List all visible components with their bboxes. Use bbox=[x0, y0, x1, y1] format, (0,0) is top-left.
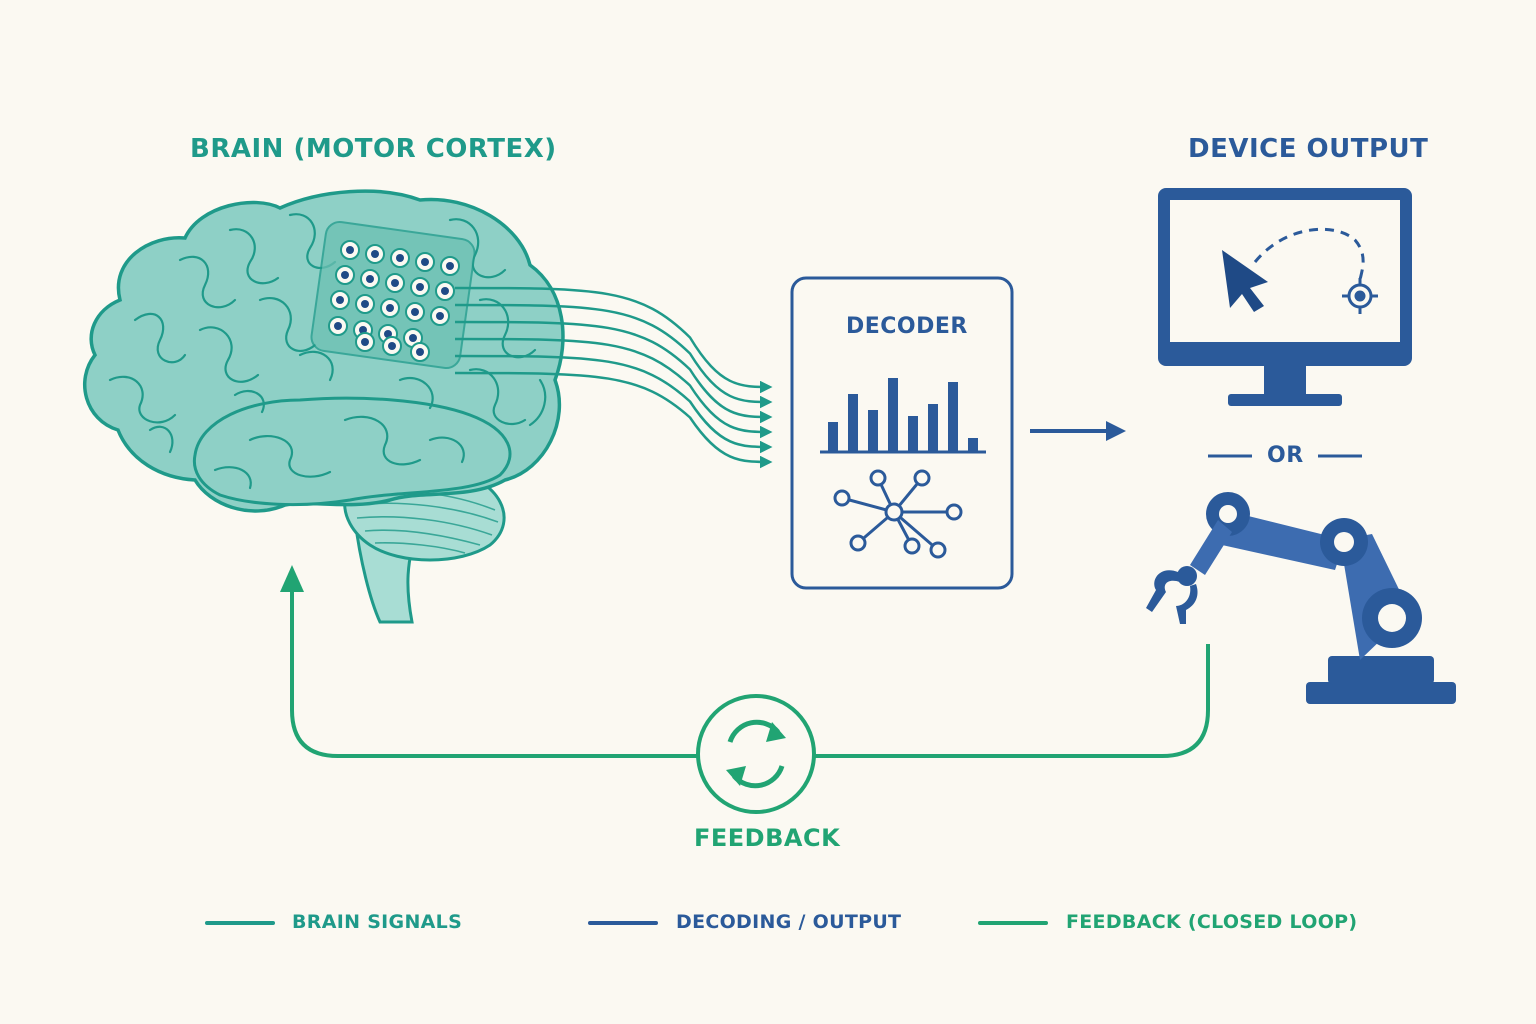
network-node bbox=[869, 469, 887, 487]
network-node bbox=[833, 489, 851, 507]
legend-line-decoding-output bbox=[588, 921, 658, 925]
brain-title: BRAIN (MOTOR CORTEX) bbox=[190, 134, 557, 164]
feedback-loop bbox=[290, 592, 1210, 758]
legend-label-decoding-output: DECODING / OUTPUT bbox=[676, 911, 902, 933]
bar bbox=[928, 404, 938, 452]
network-node bbox=[884, 502, 904, 522]
bar bbox=[848, 394, 858, 452]
electrode-icon bbox=[410, 342, 430, 362]
bar bbox=[948, 382, 958, 452]
electrode-icon bbox=[430, 306, 450, 326]
electrode-icon bbox=[330, 290, 350, 310]
target-icon bbox=[1342, 278, 1378, 314]
electrode-icon bbox=[415, 252, 435, 272]
or-label: OR bbox=[1267, 443, 1304, 468]
electrode-icon bbox=[365, 244, 385, 264]
brain-signal-lines bbox=[454, 286, 773, 469]
signal-line bbox=[454, 303, 773, 409]
signal-line bbox=[454, 286, 773, 394]
electrode-icon bbox=[360, 269, 380, 289]
signal-line bbox=[454, 371, 773, 469]
network-node bbox=[913, 469, 931, 487]
bar bbox=[968, 438, 978, 452]
decoder-label: DECODER bbox=[846, 314, 968, 339]
electrode-icon bbox=[410, 277, 430, 297]
signal-line bbox=[454, 354, 773, 454]
feedback-arrow-head bbox=[280, 565, 304, 592]
bar bbox=[908, 416, 918, 452]
electrode-icon bbox=[440, 256, 460, 276]
signal-line bbox=[454, 337, 773, 439]
electrode-icon bbox=[382, 336, 402, 356]
electrode-icon bbox=[335, 265, 355, 285]
electrode-icon bbox=[390, 248, 410, 268]
legend-label-feedback: FEEDBACK (CLOSED LOOP) bbox=[1066, 911, 1358, 933]
bar-chart-icon bbox=[828, 378, 978, 452]
electrode-icon bbox=[405, 302, 425, 322]
electrode-icon bbox=[328, 316, 348, 336]
refresh-cycle-icon bbox=[696, 694, 816, 814]
electrode-icon bbox=[435, 281, 455, 301]
electrode-icon bbox=[355, 294, 375, 314]
monitor-icon bbox=[1158, 188, 1412, 406]
cursor-icon bbox=[1222, 250, 1268, 312]
electrode-icon bbox=[385, 273, 405, 293]
robotic-arm-icon bbox=[1146, 492, 1456, 704]
signal-line bbox=[454, 320, 773, 424]
network-node bbox=[929, 541, 947, 559]
network-node bbox=[849, 534, 867, 552]
electrode-icon bbox=[355, 332, 375, 352]
bar bbox=[888, 378, 898, 452]
decoder-box bbox=[790, 276, 1014, 590]
feedback-label: FEEDBACK bbox=[694, 824, 841, 852]
bar bbox=[868, 410, 878, 452]
bar bbox=[828, 422, 838, 452]
neural-network-icon bbox=[833, 469, 963, 559]
device-output-title: DEVICE OUTPUT bbox=[1188, 134, 1429, 164]
electrode-icon bbox=[380, 298, 400, 318]
legend-label-brain-signals: BRAIN SIGNALS bbox=[292, 911, 463, 933]
legend-line-brain-signals bbox=[205, 921, 275, 925]
legend-line-feedback bbox=[978, 921, 1048, 925]
electrode-icon bbox=[340, 240, 360, 260]
electrode-array-icon bbox=[310, 221, 476, 369]
network-node bbox=[903, 537, 921, 555]
network-node bbox=[945, 503, 963, 521]
